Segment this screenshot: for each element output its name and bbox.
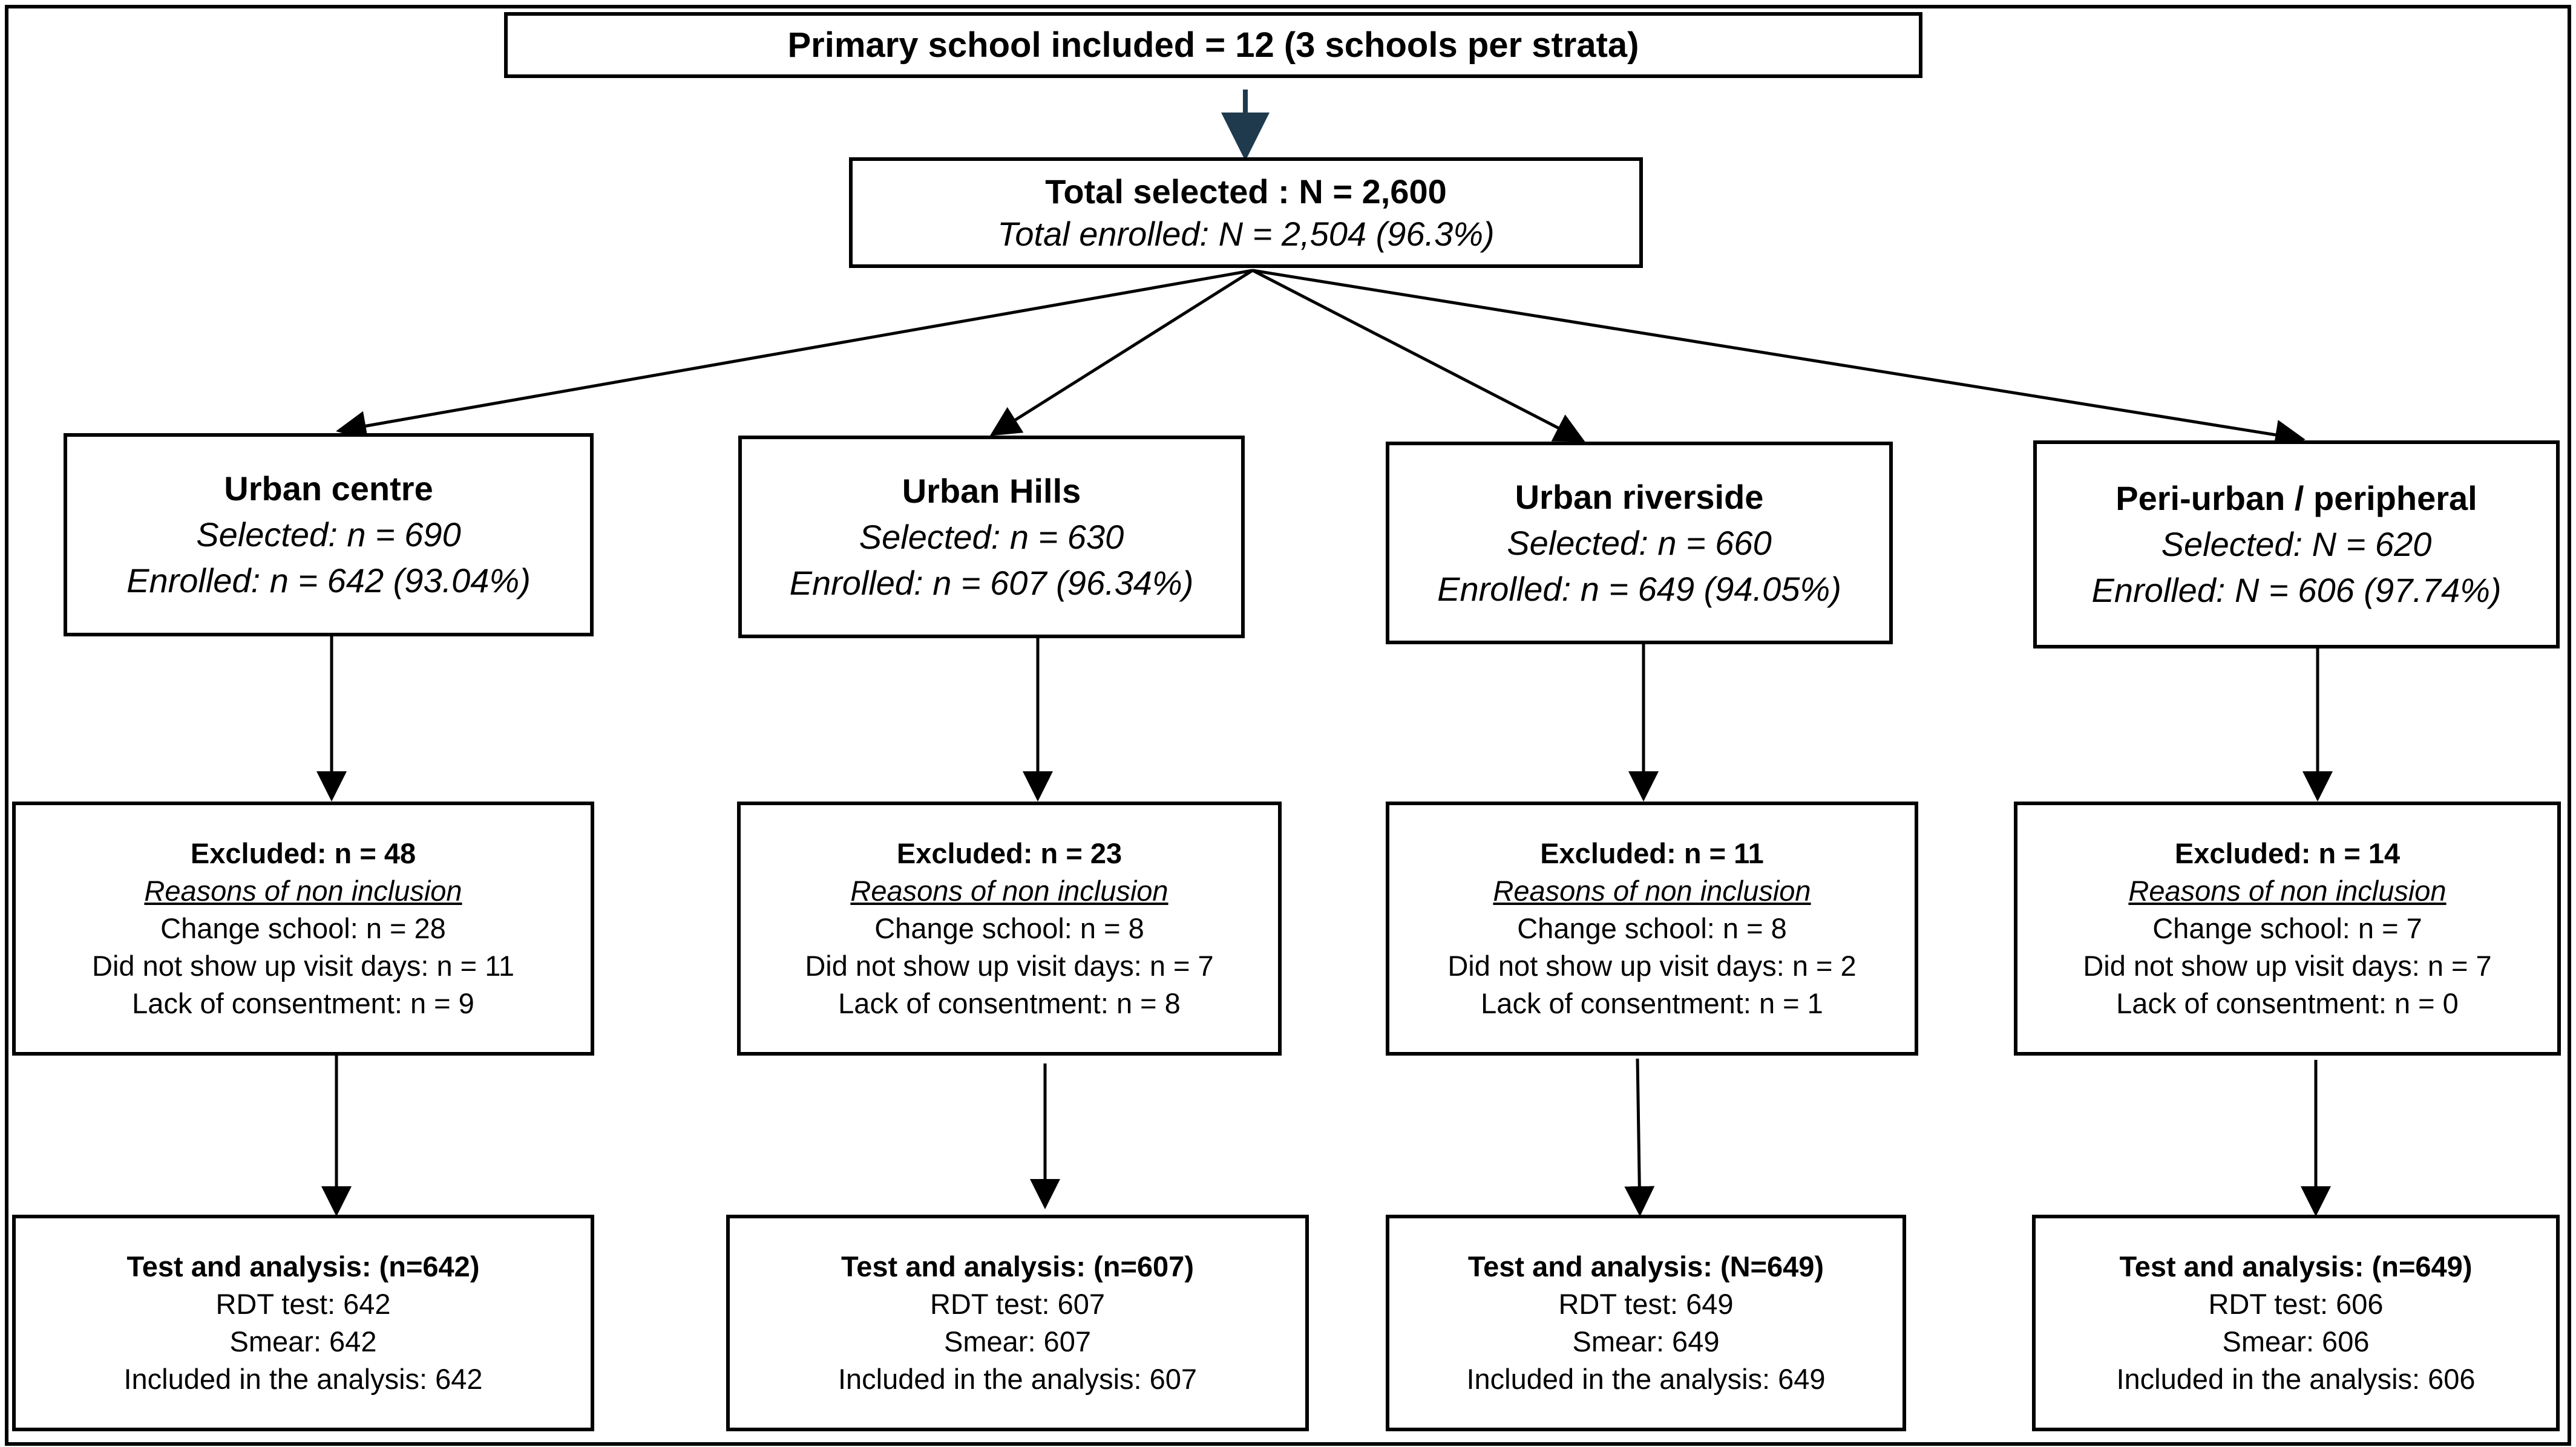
lack-of-consent: Lack of consentment: n = 1 xyxy=(1481,987,1823,1019)
smear: Smear: 606 xyxy=(2222,1325,2370,1357)
arrow-total-to-urban-hills xyxy=(989,269,1254,436)
arrow-excluded-3-to-test xyxy=(1624,1058,1655,1217)
rdt-test: RDT test: 649 xyxy=(1558,1288,1734,1320)
change-school: Change school: n = 8 xyxy=(874,912,1144,944)
test-box-peri-urban: Test and analysis: (n=649) RDT test: 606… xyxy=(2032,1215,2560,1431)
stratum-name: Peri-urban / peripheral xyxy=(2116,479,2477,517)
test-title: Test and analysis: (N=649) xyxy=(1467,1250,1824,1282)
stratum-enrolled: Enrolled: n = 649 (94.05%) xyxy=(1437,569,1841,608)
lack-of-consent: Lack of consentment: n = 9 xyxy=(132,987,474,1019)
change-school: Change school: n = 7 xyxy=(2152,912,2422,944)
test-box-urban-centre: Test and analysis: (n=642) RDT test: 642… xyxy=(12,1215,594,1431)
stratum-enrolled: Enrolled: n = 607 (96.34%) xyxy=(789,563,1194,602)
smear: Smear: 649 xyxy=(1572,1325,1720,1357)
smear: Smear: 642 xyxy=(229,1325,377,1357)
included-analysis: Included in the analysis: 642 xyxy=(123,1363,483,1395)
included-analysis: Included in the analysis: 606 xyxy=(2116,1363,2476,1395)
reasons-title: Reasons of non inclusion xyxy=(850,875,1168,907)
total-enrolled: Total enrolled: N = 2,504 (96.3%) xyxy=(997,214,1495,253)
lack-of-consent: Lack of consentment: n = 8 xyxy=(838,987,1181,1019)
included-analysis: Included in the analysis: 607 xyxy=(837,1363,1198,1395)
schools-included-box: Primary school included = 12 (3 schools … xyxy=(504,12,1922,78)
stratum-selected: Selected: n = 660 xyxy=(1507,523,1772,562)
rdt-test: RDT test: 642 xyxy=(215,1288,391,1320)
reasons-title: Reasons of non inclusion xyxy=(2128,875,2447,907)
arrow-total-to-urban-riverside xyxy=(1251,269,1585,442)
stratum-selected: Selected: n = 630 xyxy=(859,517,1124,556)
excluded-box-urban-riverside: Excluded: n = 11 Reasons of non inclusio… xyxy=(1386,802,1918,1056)
no-show: Did not show up visit days: n = 7 xyxy=(805,950,1214,982)
excluded-count: Excluded: n = 48 xyxy=(190,837,416,869)
stratum-box-urban-centre: Urban centre Selected: n = 690 Enrolled:… xyxy=(64,433,594,636)
reasons-title: Reasons of non inclusion xyxy=(144,875,462,907)
test-title: Test and analysis: (n=607) xyxy=(841,1250,1194,1282)
arrow-total-to-peri-urban xyxy=(1252,269,2306,450)
lack-of-consent: Lack of consentment: n = 0 xyxy=(2116,987,2459,1019)
reasons-title: Reasons of non inclusion xyxy=(1493,875,1811,907)
test-box-urban-riverside: Test and analysis: (N=649) RDT test: 649… xyxy=(1386,1215,1906,1431)
excluded-box-peri-urban: Excluded: n = 14 Reasons of non inclusio… xyxy=(2014,802,2561,1056)
excluded-count: Excluded: n = 11 xyxy=(1540,837,1764,869)
smear: Smear: 607 xyxy=(944,1325,1091,1357)
schools-included-text: Primary school included = 12 (3 schools … xyxy=(787,25,1639,65)
test-title: Test and analysis: (n=649) xyxy=(2119,1250,2473,1282)
figure-frame xyxy=(5,5,2571,1446)
total-box: Total selected : N = 2,600 Total enrolle… xyxy=(849,157,1643,268)
stratum-selected: Selected: n = 690 xyxy=(196,515,461,554)
stratum-enrolled: Enrolled: N = 606 (97.74%) xyxy=(2091,571,2502,609)
total-selected: Total selected : N = 2,600 xyxy=(1045,172,1447,211)
no-show: Did not show up visit days: n = 11 xyxy=(92,950,514,982)
stratum-name: Urban centre xyxy=(224,469,433,508)
test-box-urban-hills: Test and analysis: (n=607) RDT test: 607… xyxy=(726,1215,1309,1431)
rdt-test: RDT test: 607 xyxy=(929,1288,1106,1320)
rdt-test: RDT test: 606 xyxy=(2208,1288,2384,1320)
stratum-name: Urban riverside xyxy=(1515,477,1764,516)
excluded-box-urban-centre: Excluded: n = 48 Reasons of non inclusio… xyxy=(12,802,594,1056)
excluded-count: Excluded: n = 14 xyxy=(2174,837,2401,869)
stratum-box-peri-urban: Peri-urban / peripheral Selected: N = 62… xyxy=(2033,440,2560,648)
included-analysis: Included in the analysis: 649 xyxy=(1466,1363,1826,1395)
stratum-name: Urban Hills xyxy=(902,471,1081,510)
arrow-total-to-urban-centre xyxy=(336,269,1253,441)
stratum-selected: Selected: N = 620 xyxy=(2161,525,2432,563)
no-show: Did not show up visit days: n = 2 xyxy=(1447,950,1857,982)
change-school: Change school: n = 28 xyxy=(160,912,446,944)
no-show: Did not show up visit days: n = 7 xyxy=(2083,950,2492,982)
test-title: Test and analysis: (n=642) xyxy=(126,1250,480,1282)
excluded-box-urban-hills: Excluded: n = 23 Reasons of non inclusio… xyxy=(737,802,1282,1056)
stratum-box-urban-riverside: Urban riverside Selected: n = 660 Enroll… xyxy=(1386,442,1893,644)
excluded-count: Excluded: n = 23 xyxy=(896,837,1122,869)
stratum-box-urban-hills: Urban Hills Selected: n = 630 Enrolled: … xyxy=(738,436,1245,638)
change-school: Change school: n = 8 xyxy=(1517,912,1787,944)
stratum-enrolled: Enrolled: n = 642 (93.04%) xyxy=(126,561,531,599)
